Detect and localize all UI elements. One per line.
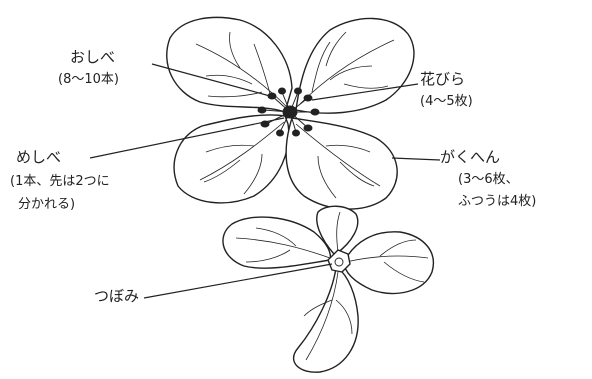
petal-upper-right [296,18,414,113]
label-gakuhen: がくへん [440,148,500,167]
label-oshibe-detail: (8〜10本) [58,72,119,88]
label-gakuhen-detail-1: (3〜6枚、 [458,172,519,188]
petal-lower-left [174,115,289,203]
bud-sepal-right [344,232,433,294]
label-meshibe-detail-2: 分かれる) [18,197,75,213]
label-oshibe: おしべ [70,48,115,67]
leader-line-gakuhen [392,158,440,160]
label-hanabira: 花びら [420,70,465,89]
leader-line-tsubomi [144,264,332,298]
label-meshibe: めしべ [16,148,61,167]
label-meshibe-detail-1: (1本、先は2つに [10,174,110,190]
label-tsubomi: つぼみ [94,287,139,306]
label-hanabira-detail: (4〜5枚) [420,94,473,110]
pistil [283,106,297,118]
bud-sepal-left [223,217,330,268]
label-gakuhen-detail-2: ふつうは4枚) [458,194,536,210]
